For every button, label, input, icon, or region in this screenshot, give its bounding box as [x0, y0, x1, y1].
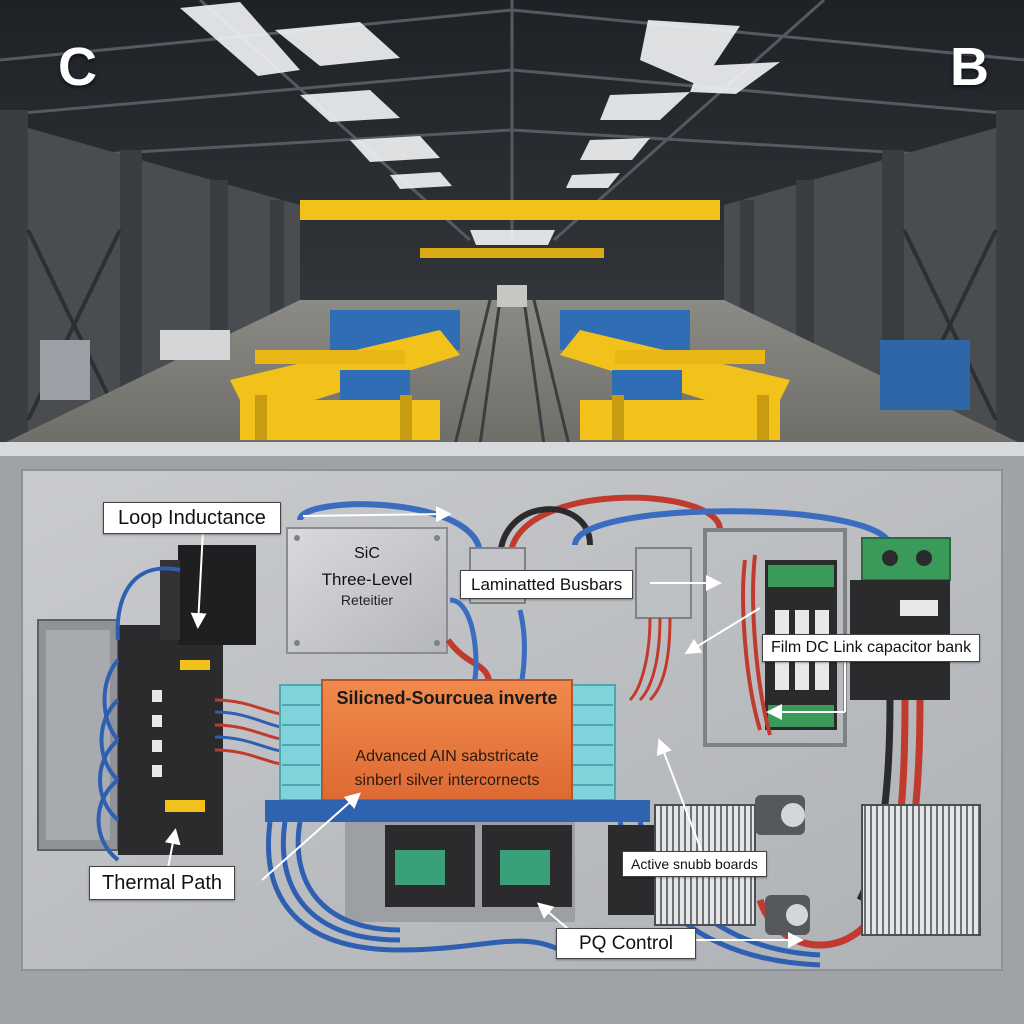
factory-hall-photo — [0, 0, 1024, 446]
rectifier-label-line3: Reteitier — [340, 592, 394, 608]
rectifier-label-line2: Three-Level — [321, 570, 413, 589]
callout-thermal-path: Thermal Path — [89, 866, 236, 900]
panel-letter-left: C — [58, 37, 97, 97]
callout-film-dc-link: Film DC Link capacitor bank — [762, 634, 981, 662]
callout-active-snubb: Active snubb boards — [622, 851, 767, 877]
callout-loop-inductance: Loop Inductance — [103, 502, 281, 534]
inverter-line1: Advanced AIN sabstricate — [355, 748, 539, 765]
inverter-title: Silicned-Sourcuea inverte — [336, 688, 558, 708]
panel-letter-right: B — [950, 37, 989, 97]
inverter-line2: sinberl silver intercornects — [354, 772, 540, 789]
callout-laminated-busbars: Laminatted Busbars — [460, 570, 634, 599]
electrical-cabinet-photo — [0, 456, 1024, 1024]
rectifier-label-line1: SiC — [354, 545, 380, 562]
callout-pq-control: PQ Control — [556, 928, 696, 959]
